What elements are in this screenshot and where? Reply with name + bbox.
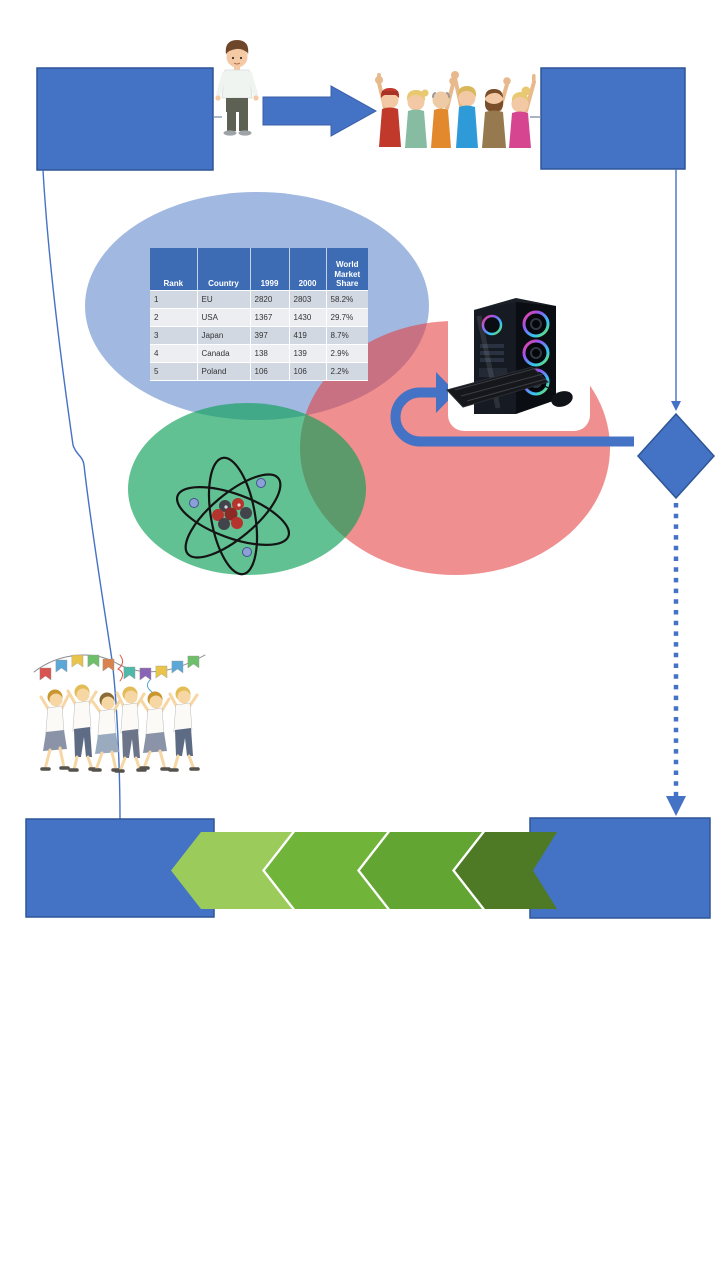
- right-arrow: [262, 85, 378, 137]
- market-share-table: Rank Country 1999 2000 World Market Shar…: [150, 248, 368, 381]
- electron: [242, 547, 252, 557]
- top-left-box: [36, 67, 214, 171]
- u-turn-arrow: [390, 372, 634, 447]
- standing-man-clipart: [215, 40, 259, 136]
- top-right-box: [540, 67, 686, 170]
- atom-clipart: [175, 456, 291, 576]
- bottom-right-box: [529, 817, 711, 919]
- table-row: 1 EU 2820 2803 58.2%: [150, 290, 368, 309]
- col-header-1999: 1999: [250, 248, 290, 291]
- table-header-row: Rank Country 1999 2000 World Market Shar…: [150, 248, 368, 291]
- table-row: 4 Canada 138 139 2.9%: [150, 344, 368, 363]
- keyboard: [446, 366, 549, 408]
- col-header-2000: 2000: [289, 248, 327, 291]
- left-curved-connector: [42, 169, 121, 820]
- chevron-3: [360, 832, 482, 909]
- table-row: 5 Poland 106 106 2.2%: [150, 362, 368, 381]
- chevron-2: [265, 832, 387, 909]
- chevron-4: [455, 832, 557, 909]
- cheering-crowd-clipart: [375, 71, 536, 148]
- venn-green-ellipse: [128, 403, 366, 575]
- dashed-arrowhead: [666, 796, 686, 816]
- mouse: [551, 391, 573, 407]
- gaming-pc-clipart: [446, 291, 590, 431]
- table-row: 2 USA 1367 1430 29.7%: [150, 308, 368, 327]
- chevron-1: [171, 832, 292, 909]
- col-header-country: Country: [197, 248, 251, 291]
- col-header-share: World Market Share: [326, 248, 368, 291]
- electron: [256, 478, 266, 488]
- office-party-clipart: [33, 654, 206, 773]
- left-chevron-arrows: [171, 832, 557, 909]
- table-row: 3 Japan 397 419 8.7%: [150, 326, 368, 345]
- electron: [189, 498, 199, 508]
- connector-arrowhead: [671, 401, 681, 411]
- col-header-rank: Rank: [150, 248, 198, 291]
- decision-diamond: [636, 412, 716, 500]
